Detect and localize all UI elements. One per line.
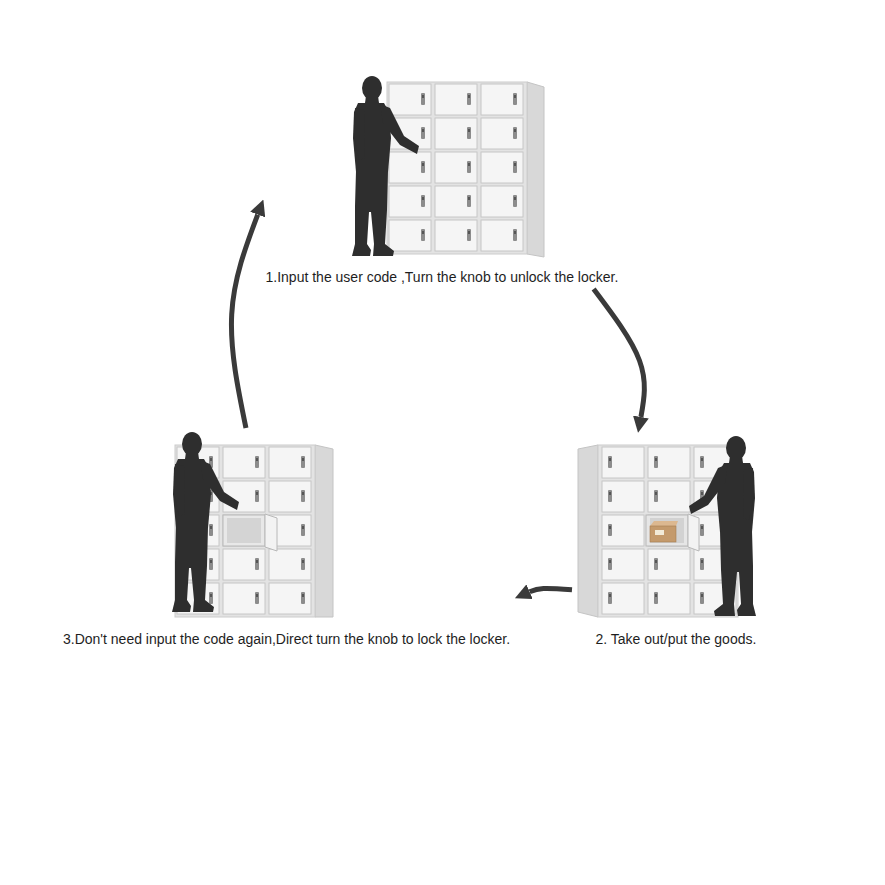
open-compartment <box>223 514 277 551</box>
step-panel: 1.Input the user code ,Turn the knob to … <box>262 72 623 289</box>
locker-cabinet <box>578 445 738 617</box>
step-caption: 2. Take out/put the goods. <box>596 631 757 647</box>
person-silhouette <box>689 436 756 616</box>
person-silhouette <box>172 432 239 612</box>
flow-arrow <box>530 588 572 591</box>
locker-cabinet <box>387 82 544 257</box>
person-silhouette <box>352 76 419 256</box>
open-compartment <box>646 514 699 551</box>
step-caption: 1.Input the user code ,Turn the knob to … <box>266 269 619 285</box>
flow-arrow <box>231 215 257 428</box>
step-caption: 3.Don't need input the code again,Direct… <box>63 631 510 647</box>
flow-arrow <box>594 289 645 417</box>
step-panel: 3.Don't need input the code again,Direct… <box>59 428 515 651</box>
step-panel: 2. Take out/put the goods. <box>572 432 782 651</box>
